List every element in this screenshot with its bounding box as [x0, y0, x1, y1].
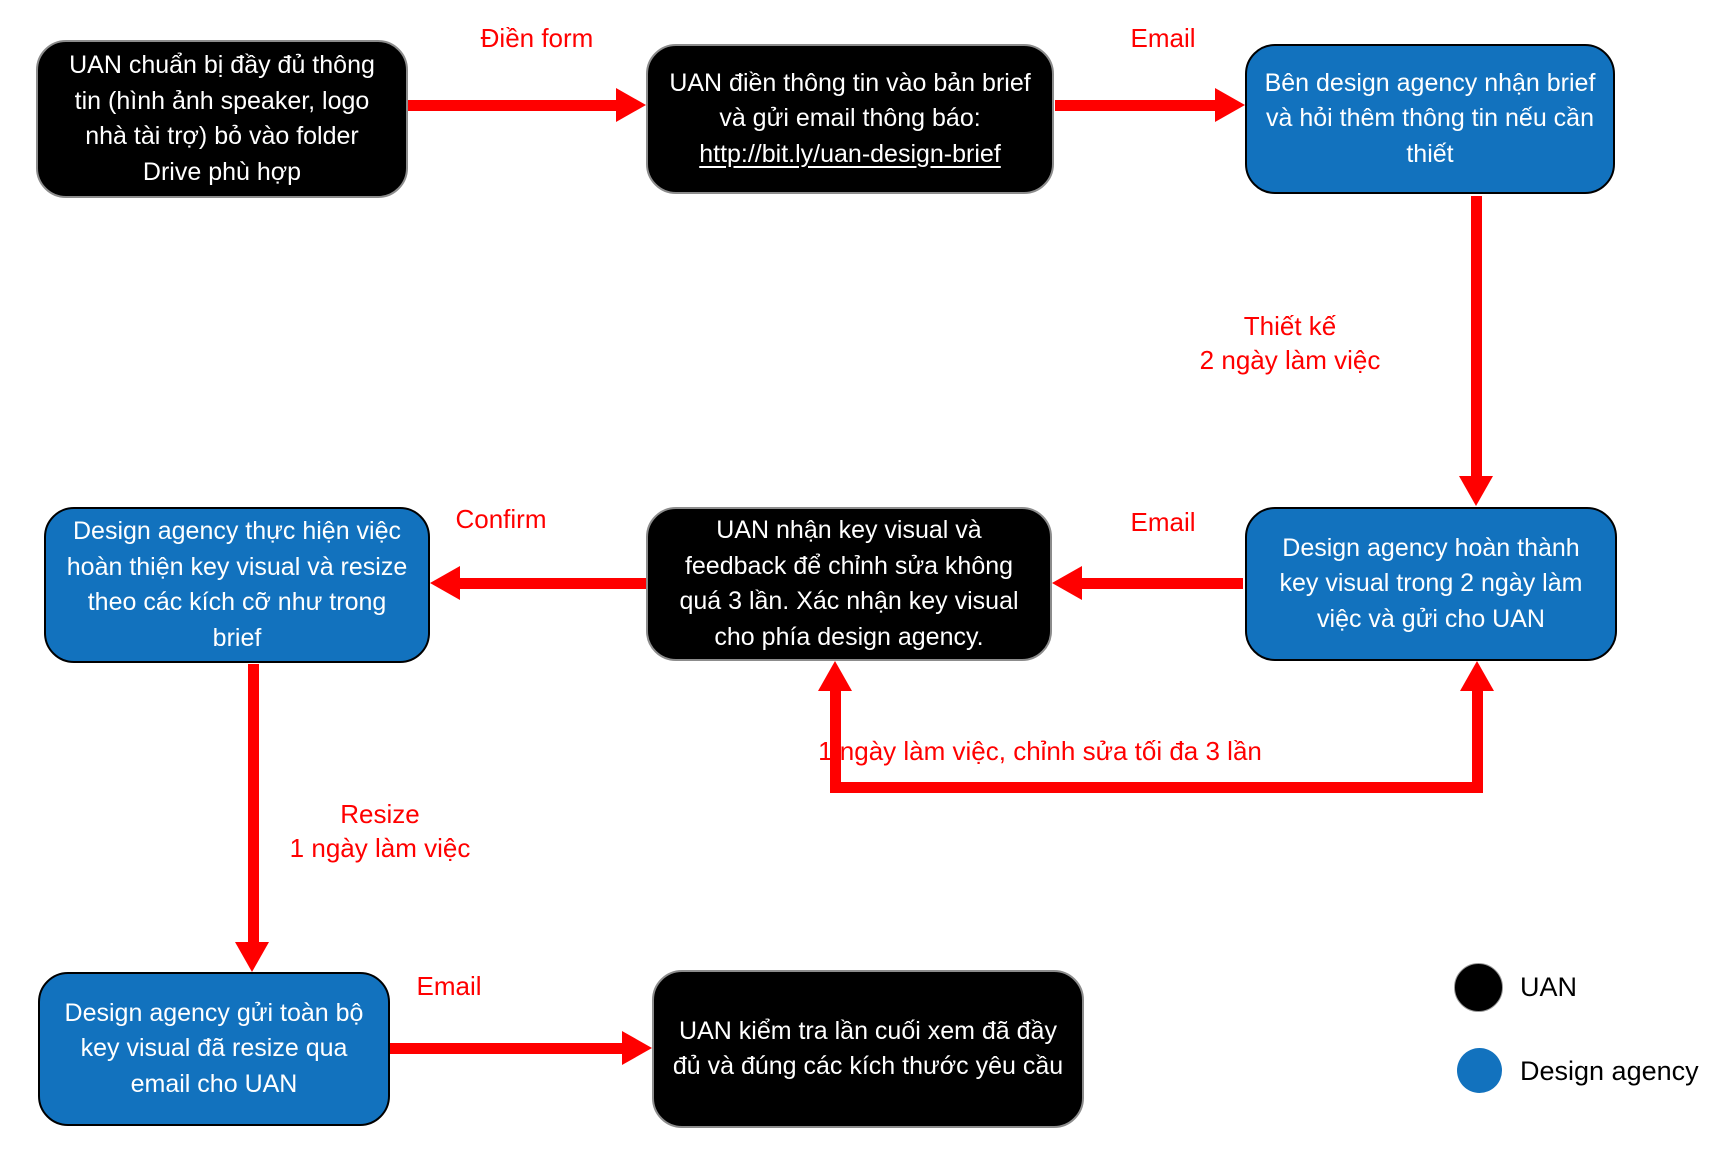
arrow-resize-head-icon [235, 942, 269, 972]
edge-label-resize: Resize 1 ngày làm việc [230, 798, 530, 866]
loop-arrow-right-shaft [1472, 689, 1483, 793]
node-agency-complete-kv-text: Design agency hoàn thành key visual tron… [1279, 533, 1583, 633]
arrow-dien-form-head-icon [616, 88, 646, 122]
brief-form-link[interactable]: http://bit.ly/uan-design-brief [699, 139, 1001, 168]
arrow-email-2-shaft [1082, 578, 1243, 589]
edge-label-revision-loop: 1 ngày làm việc, chỉnh sửa tối đa 3 lần [818, 736, 1262, 766]
loop-arrow-left-head-icon [818, 661, 852, 691]
edge-label-thiet-ke-line1: Thiết kế [1243, 311, 1337, 341]
node-fill-brief-text: UAN điền thông tin vào bản brief và gửi … [669, 68, 1031, 133]
node-fill-brief: UAN điền thông tin vào bản brief và gửi … [646, 44, 1054, 194]
arrow-email-3-shaft [390, 1043, 622, 1054]
node-agency-finalize-resize: Design agency thực hiện việc hoàn thiện … [44, 507, 430, 663]
arrow-email-1-head-icon [1215, 88, 1245, 122]
node-uan-final-check-text: UAN kiểm tra lần cuối xem đã đầy đủ và đ… [672, 1016, 1064, 1081]
edge-label-email-2: Email [1130, 507, 1196, 537]
node-uan-feedback-text: UAN nhận key visual và feedback để chỉnh… [679, 516, 1019, 651]
legend-agency-label: Design agency [1520, 1056, 1699, 1086]
node-agency-receive-brief-text: Bên design agency nhận brief và hỏi thêm… [1264, 68, 1596, 168]
arrow-dien-form-shaft [408, 100, 616, 111]
edge-label-dien-form: Điền form [480, 23, 594, 53]
node-uan-final-check: UAN kiểm tra lần cuối xem đã đầy đủ và đ… [652, 970, 1084, 1128]
legend-uan-label: UAN [1520, 972, 1578, 1002]
edge-label-confirm: Confirm [455, 504, 547, 534]
node-agency-send-resized-text: Design agency gửi toàn bộ key visual đã … [64, 998, 364, 1098]
node-agency-finalize-resize-text: Design agency thực hiện việc hoàn thiện … [66, 517, 408, 652]
edge-label-resize-line1: Resize [340, 799, 420, 829]
loop-arrow-bottom-shaft [830, 782, 1483, 793]
node-agency-send-resized: Design agency gửi toàn bộ key visual đã … [38, 972, 390, 1126]
node-prepare-info: UAN chuẩn bị đầy đủ thông tin (hình ảnh … [36, 40, 408, 198]
arrow-email-3-head-icon [622, 1031, 652, 1065]
edge-label-resize-line2: 1 ngày làm việc [289, 832, 471, 863]
node-agency-complete-kv: Design agency hoàn thành key visual tron… [1245, 507, 1617, 661]
edge-label-thiet-ke: Thiết kế 2 ngày làm việc [1140, 310, 1440, 378]
edge-label-thiet-ke-line2: 2 ngày làm việc [1199, 344, 1381, 375]
arrow-confirm-head-icon [430, 566, 460, 600]
loop-arrow-right-head-icon [1460, 661, 1494, 691]
arrow-thiet-ke-shaft [1471, 196, 1482, 476]
node-agency-receive-brief: Bên design agency nhận brief và hỏi thêm… [1245, 44, 1615, 194]
node-prepare-info-text: UAN chuẩn bị đầy đủ thông tin (hình ảnh … [69, 51, 375, 186]
arrow-email-1-shaft [1055, 100, 1215, 111]
arrow-resize-shaft [248, 664, 259, 942]
arrow-thiet-ke-head-icon [1459, 476, 1493, 506]
arrow-confirm-shaft [460, 578, 646, 589]
edge-label-email-1: Email [1130, 23, 1196, 53]
legend-agency-circle-icon [1457, 1048, 1502, 1093]
edge-label-email-3: Email [416, 971, 482, 1001]
loop-arrow-left-shaft [830, 689, 841, 793]
node-uan-feedback: UAN nhận key visual và feedback để chỉnh… [646, 507, 1052, 661]
legend-uan-circle-icon [1454, 963, 1503, 1012]
arrow-email-2-head-icon [1052, 566, 1082, 600]
